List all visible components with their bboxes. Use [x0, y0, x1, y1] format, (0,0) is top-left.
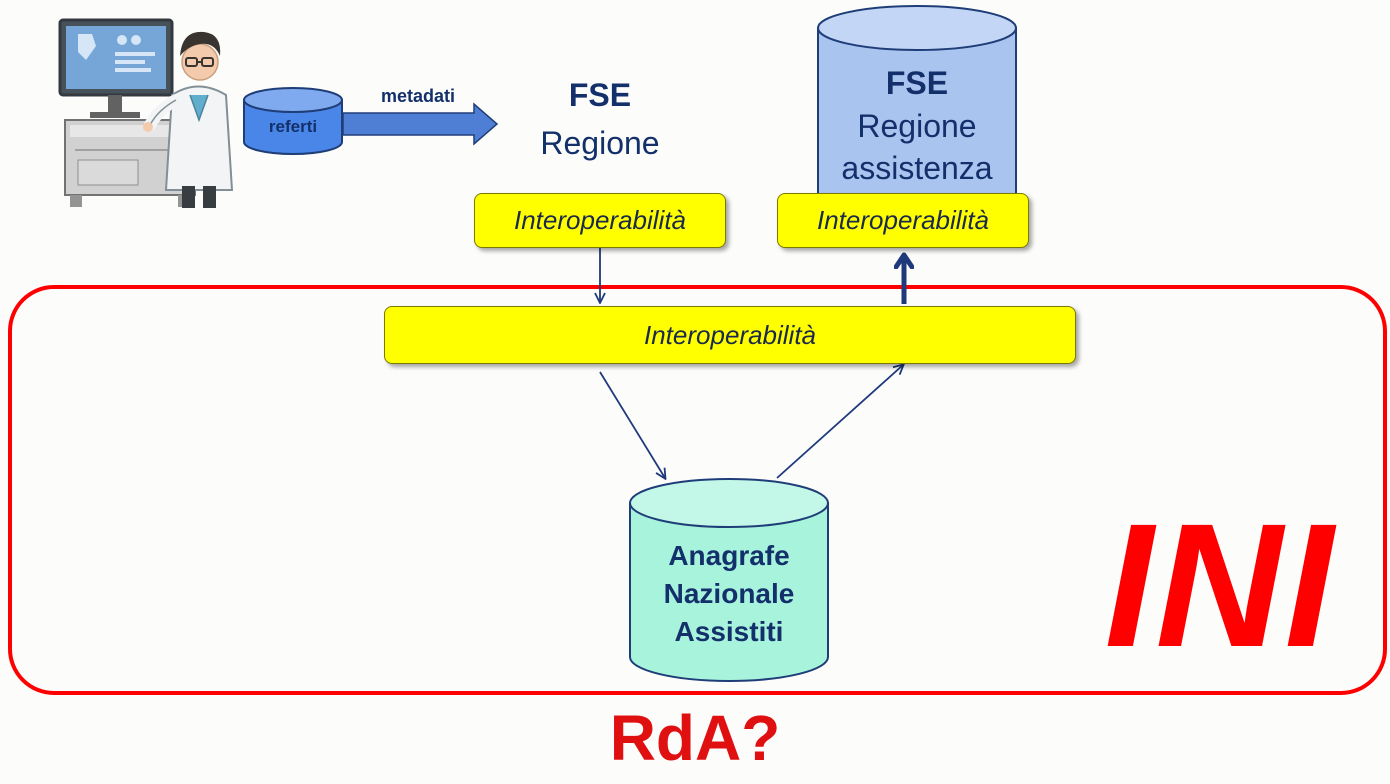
anagrafe-line3: Assistiti	[674, 616, 784, 647]
interop-box-center-label: Interoperabilità	[644, 319, 816, 350]
fse-regione-subtitle: Regione	[540, 125, 660, 161]
interop-box-center: Interoperabilità	[384, 306, 1076, 364]
fse-assistenza-line2: Regione	[857, 108, 977, 144]
referti-database	[243, 87, 343, 155]
doctor-illustration	[58, 18, 234, 208]
anagrafe-line1: Anagrafe	[668, 540, 790, 571]
connector-anagrafe-to-center	[776, 365, 903, 479]
interop-box-right: Interoperabilità	[777, 193, 1029, 248]
fse-assistenza-line3: assistenza	[841, 150, 993, 186]
connector-center-to-anagrafe	[599, 371, 665, 478]
fse-assistenza-database	[817, 5, 1017, 196]
metadati-label: metadati	[380, 86, 456, 106]
interop-box-right-label: Interoperabilità	[817, 205, 989, 235]
interop-box-left-label: Interoperabilità	[514, 205, 686, 235]
fse-regione-title: FSE	[568, 77, 632, 113]
ini-container	[8, 285, 1387, 695]
interop-box-left: Interoperabilità	[474, 193, 726, 248]
metadati-arrow	[342, 102, 499, 146]
referti-label: referti	[268, 117, 318, 136]
anagrafe-database	[629, 478, 829, 682]
footer-rda-label: RdA?	[609, 702, 781, 774]
fse-assistenza-title: FSE	[885, 65, 949, 101]
ini-label: INI	[1104, 488, 1336, 684]
anagrafe-line2: Nazionale	[663, 578, 795, 609]
